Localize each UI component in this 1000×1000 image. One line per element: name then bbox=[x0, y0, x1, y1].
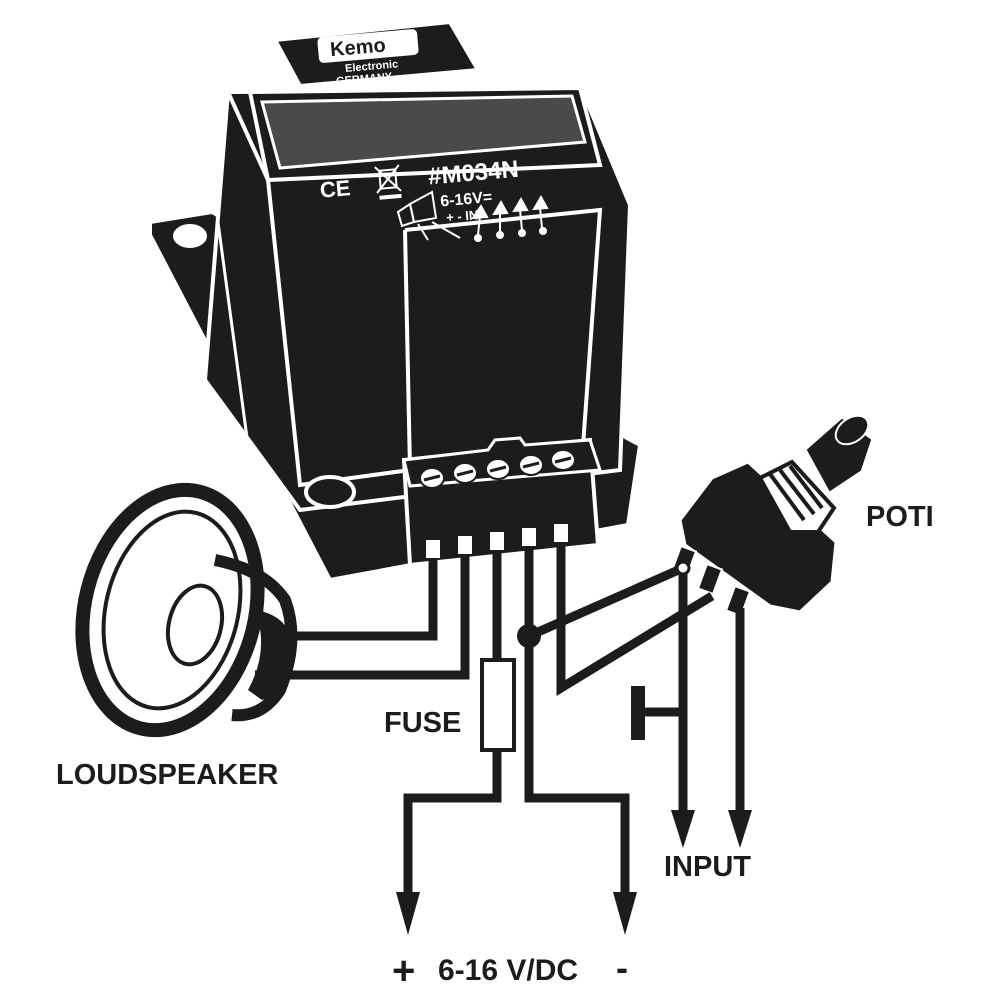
wiring bbox=[255, 542, 745, 900]
weee-bin-icon bbox=[374, 164, 402, 200]
terminal-screws bbox=[419, 449, 576, 489]
junction-dot bbox=[517, 624, 541, 648]
mounting-hole-left bbox=[169, 220, 211, 252]
arrow-down-icon bbox=[613, 892, 637, 935]
speaker-dust-cap bbox=[165, 583, 225, 667]
edge-line bbox=[226, 91, 270, 181]
amplifier-module: Kemo Electronic GERMANY CE #M034N 6-16V=… bbox=[148, 19, 643, 583]
ce-mark: CE bbox=[319, 175, 352, 203]
arrow-down-icon bbox=[396, 892, 420, 935]
supply-label: 6-16 V/DC bbox=[438, 954, 578, 987]
supply-plus-label: + bbox=[392, 949, 415, 993]
terminal-sockets bbox=[426, 524, 568, 558]
supply-minus-wire bbox=[524, 546, 630, 900]
loudspeaker-label: LOUDSPEAKER bbox=[56, 759, 278, 791]
fuse bbox=[480, 658, 516, 752]
mounting-hole-front bbox=[304, 475, 356, 509]
poti-bushing bbox=[757, 459, 837, 534]
junction-dot bbox=[675, 560, 691, 576]
label-recess bbox=[260, 94, 587, 170]
pin-arrows-icon bbox=[471, 194, 549, 242]
brand-name: Kemo bbox=[329, 35, 386, 62]
speaker-wire-b bbox=[255, 554, 470, 680]
arrow-down-icon bbox=[728, 810, 752, 848]
input-label: INPUT bbox=[664, 851, 751, 883]
poti-shaft-end bbox=[834, 414, 870, 446]
edge-line-2 bbox=[213, 199, 252, 461]
loudspeaker bbox=[75, 482, 298, 738]
poti-label: POTI bbox=[866, 501, 934, 533]
brand-sub: Electronic bbox=[345, 58, 399, 75]
pot-ground-wire bbox=[527, 563, 685, 641]
pot-wiper-wire bbox=[556, 542, 715, 697]
front-panel-outline bbox=[266, 179, 413, 488]
arrow-down-icon bbox=[671, 810, 695, 848]
arrowheads bbox=[396, 810, 752, 935]
potentiometer: POTI bbox=[670, 414, 934, 618]
speaker-wire-a bbox=[262, 558, 438, 641]
pin-legend: + - IN bbox=[446, 207, 479, 225]
fuse-label: FUSE bbox=[384, 707, 461, 739]
supply-minus-label: - bbox=[616, 947, 628, 988]
brand-country: GERMANY bbox=[336, 71, 394, 88]
brand-logo-box bbox=[317, 29, 419, 63]
speaker-symbol-icon bbox=[396, 190, 461, 241]
voltage-spec: 6-16V= bbox=[440, 189, 493, 210]
poti-thread bbox=[768, 464, 824, 522]
front-panel-outline-2 bbox=[404, 207, 603, 461]
